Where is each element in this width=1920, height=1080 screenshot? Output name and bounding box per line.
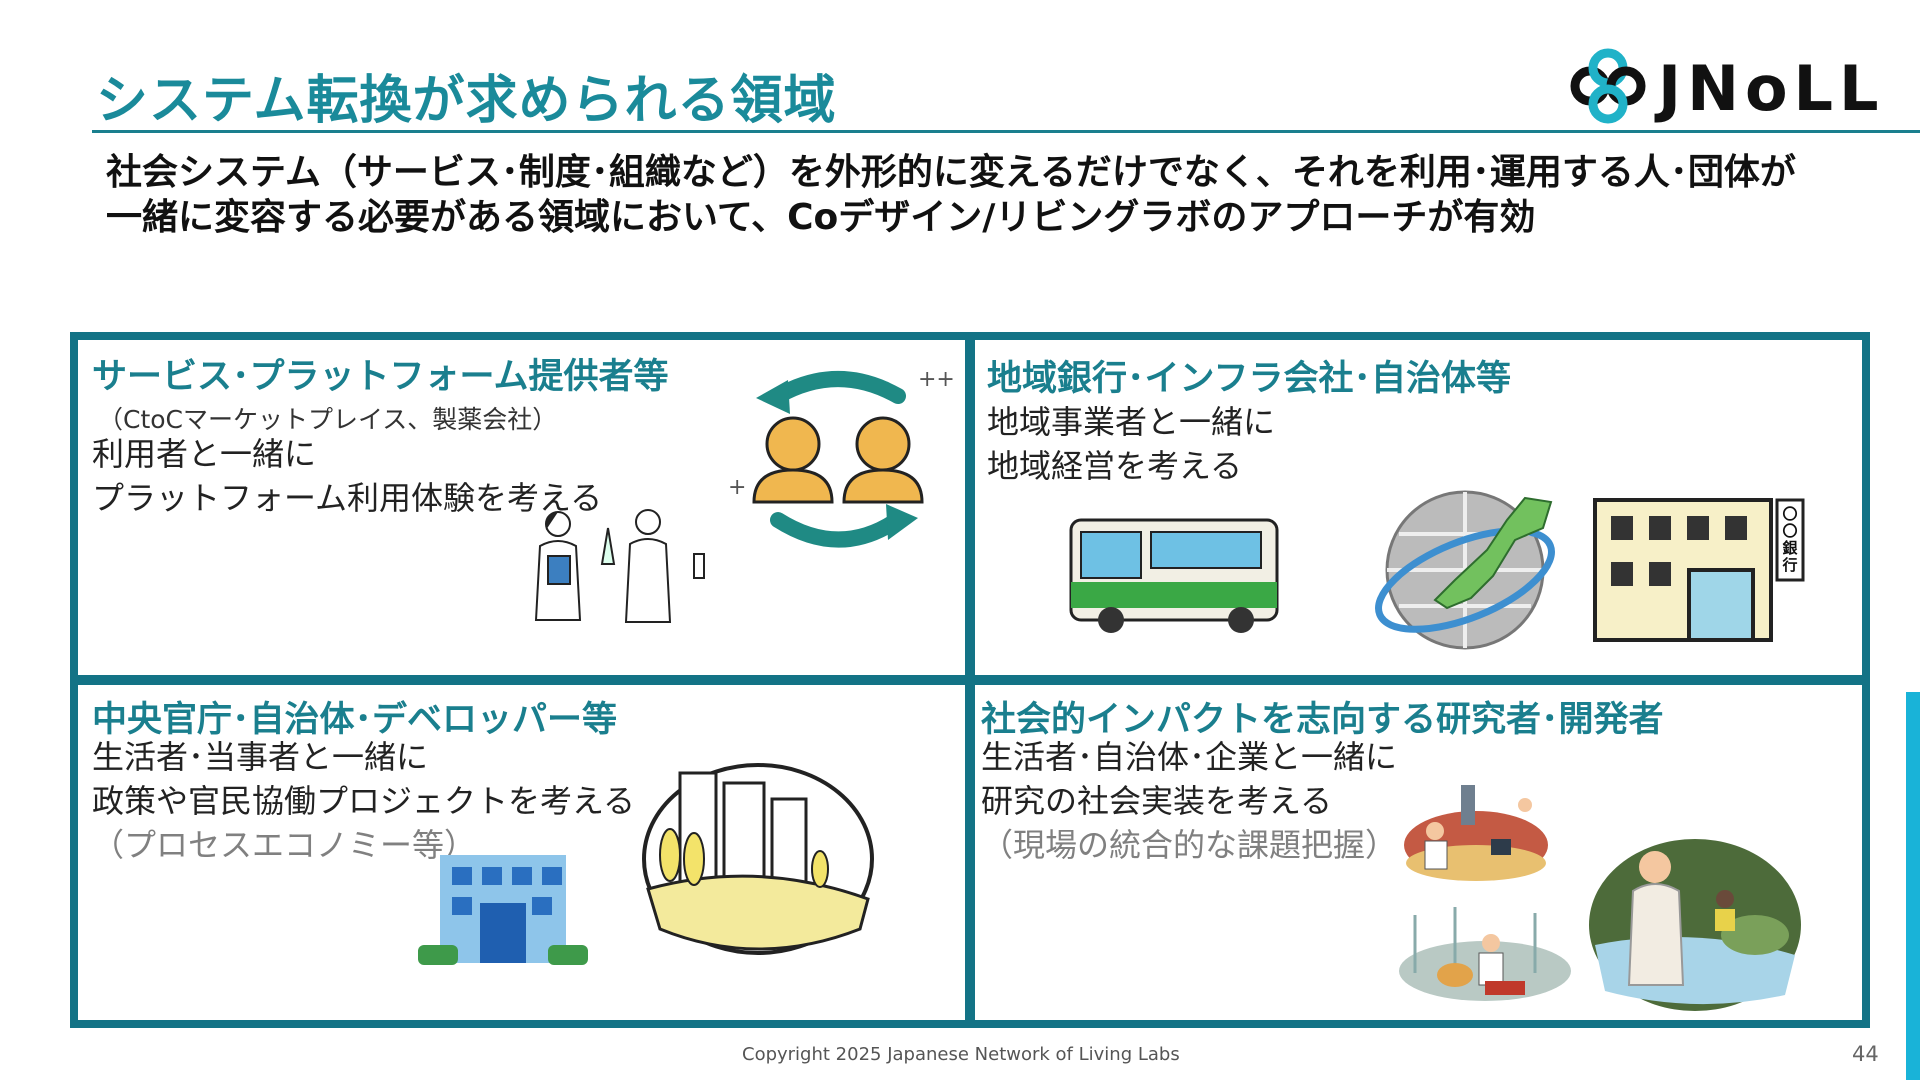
- panel-note: （プロセスエコノミー等）: [92, 826, 477, 864]
- panel-title: サービス･プラットフォーム提供者等: [92, 357, 669, 397]
- panel-body: 地域事業者と一緒に 地域経営を考える: [987, 400, 1275, 488]
- researchers-icon: [534, 509, 705, 623]
- page-number: 44: [1852, 1042, 1879, 1066]
- bus-icon: [1069, 518, 1279, 633]
- panel-note: （現場の統合的な課題把握）: [981, 826, 1398, 864]
- panel-body-line-2: プラットフォーム利用体験を考える: [92, 479, 603, 517]
- users-cycle-icon: ++ +: [728, 367, 955, 548]
- panel-body: 生活者･当事者と一緒に 政策や官民協働プロジェクトを考える （プロセスエコノミー…: [92, 735, 635, 867]
- lead-statement: 社会システム（サービス･制度･組織など）を外形的に変えるだけでなく、それを利用･…: [106, 150, 1866, 240]
- logo-knot-icon: [1570, 48, 1646, 124]
- panel-title: 地域銀行･インフラ会社･自治体等: [987, 359, 1511, 399]
- jnoll-logo: JNoLL: [1562, 46, 1920, 126]
- panel-subtitle: （CtoCマーケットプレイス、製薬会社）: [98, 405, 558, 434]
- office-building-icon: [418, 855, 588, 965]
- wind-farm-icon: [1399, 907, 1571, 1001]
- panel-body-line-1: 生活者･当事者と一緒に: [92, 738, 429, 776]
- logo-text: JNoLL: [1658, 52, 1885, 125]
- lead-line-1: 社会システム（サービス･制度･組織など）を外形的に変えるだけでなく、それを利用･…: [106, 152, 1796, 193]
- globe-japan-icon: [1375, 490, 1555, 650]
- panel-body: 利用者と一緒に プラットフォーム利用体験を考える: [92, 432, 602, 520]
- panel-title: 中央官庁･自治体･デベロッパー等: [92, 700, 618, 740]
- copyright: Copyright 2025 Japanese Network of Livin…: [742, 1044, 1180, 1065]
- bank-building-icon: [1593, 498, 1805, 642]
- panel-regional-bank: 地域銀行･インフラ会社･自治体等 地域事業者と一緒に 地域経営を考える: [975, 340, 1862, 675]
- page-title: システム転換が求められる領域: [96, 71, 837, 131]
- panel-body-line-1: 地域事業者と一緒に: [987, 403, 1276, 441]
- panel-body-line-1: 生活者･自治体･企業と一緒に: [981, 738, 1398, 776]
- panel-government: 中央官庁･自治体･デベロッパー等 生活者･当事者と一緒に 政策や官民協働プロジェ…: [78, 685, 965, 1020]
- panel-body-line-2: 政策や官民協働プロジェクトを考える: [92, 782, 636, 820]
- title-underline: [92, 130, 1920, 133]
- panel-body-line-2: 地域経営を考える: [987, 447, 1243, 485]
- bank-sign: 〇〇銀行: [1782, 505, 1798, 574]
- svg-text:+: +: [728, 475, 746, 500]
- domain-grid: サービス･プラットフォーム提供者等 （CtoCマーケットプレイス、製薬会社） 利…: [70, 332, 1870, 1028]
- panel-body-line-2: 研究の社会実装を考える: [981, 782, 1333, 820]
- side-accent-bar: [1906, 692, 1920, 1080]
- svg-text:++: ++: [918, 367, 955, 392]
- river-sampling-icon: [1589, 839, 1801, 1011]
- panel-body: 生活者･自治体･企業と一緒に 研究の社会実装を考える （現場の統合的な課題把握）: [981, 735, 1397, 867]
- city-park-icon: [642, 763, 874, 955]
- panel-title: 社会的インパクトを志向する研究者･開発者: [981, 700, 1664, 740]
- lead-line-2: 一緒に変容する必要がある領域において、Coデザイン/リビングラボのアプローチが有…: [106, 197, 1536, 238]
- panel-body-line-1: 利用者と一緒に: [92, 435, 317, 473]
- panel-service-platform: サービス･プラットフォーム提供者等 （CtoCマーケットプレイス、製薬会社） 利…: [78, 340, 965, 675]
- panel-researchers: 社会的インパクトを志向する研究者･開発者 生活者･自治体･企業と一緒に 研究の社…: [975, 685, 1862, 1020]
- field-research-icon: [1404, 785, 1548, 881]
